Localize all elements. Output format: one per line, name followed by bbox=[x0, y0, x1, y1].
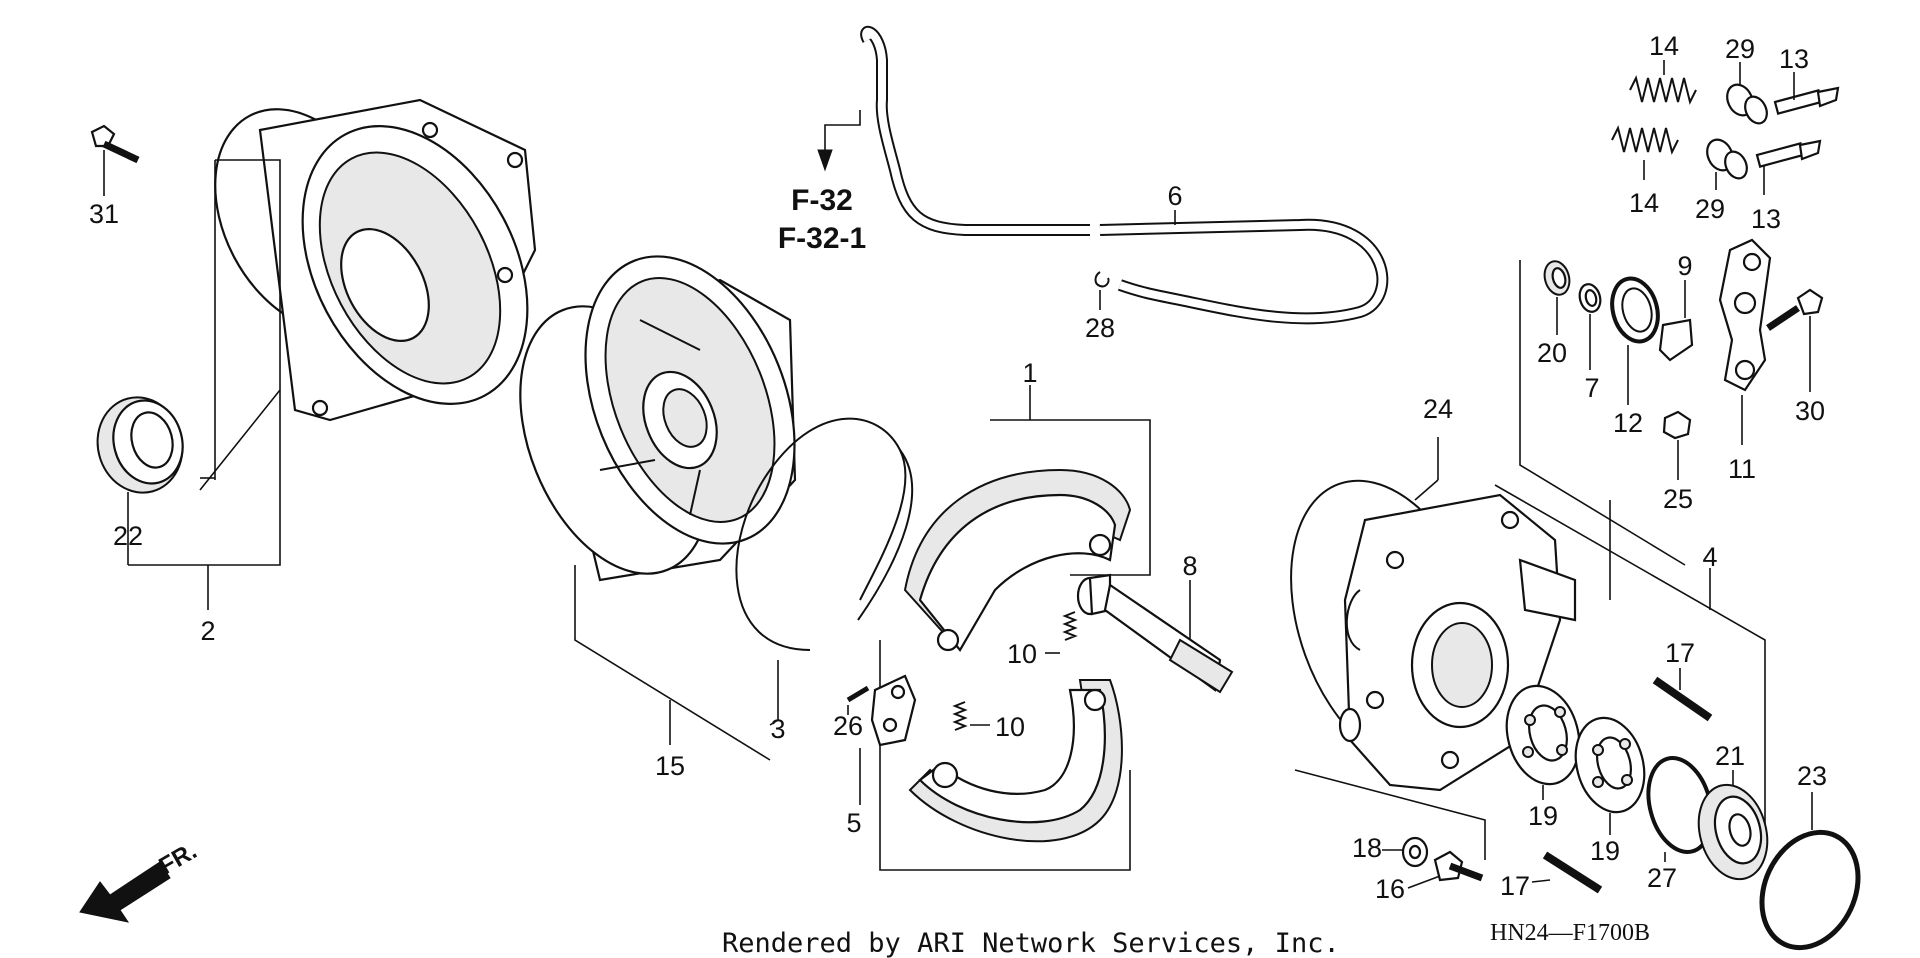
callout-2[interactable]: 2 bbox=[200, 616, 215, 646]
callout-1[interactable]: 1 bbox=[1022, 358, 1037, 388]
callout-16[interactable]: 16 bbox=[1375, 874, 1405, 904]
callout-25[interactable]: 25 bbox=[1663, 484, 1693, 514]
callout-14-b[interactable]: 14 bbox=[1629, 188, 1659, 218]
callout-29-b[interactable]: 29 bbox=[1695, 194, 1725, 224]
callout-26[interactable]: 26 bbox=[833, 711, 863, 741]
spring-10-upper bbox=[1062, 611, 1078, 641]
callout-27[interactable]: 27 bbox=[1647, 863, 1677, 893]
plate-5 bbox=[870, 674, 917, 747]
callout-21[interactable]: 21 bbox=[1715, 741, 1745, 771]
callout-14-a[interactable]: 14 bbox=[1649, 31, 1679, 61]
callout-9[interactable]: 9 bbox=[1677, 251, 1692, 281]
brake-shoe-upper-1 bbox=[903, 468, 1132, 652]
collar-29-b bbox=[1706, 138, 1748, 180]
bearing-19-a bbox=[1505, 684, 1581, 786]
diagram-code: HN24—F1700B bbox=[1490, 920, 1650, 946]
callout-22[interactable]: 22 bbox=[113, 521, 143, 551]
collar-29-a bbox=[1726, 83, 1768, 125]
callout-20[interactable]: 20 bbox=[1537, 338, 1567, 368]
callout-19-a[interactable]: 19 bbox=[1528, 801, 1558, 831]
brake-arm-11 bbox=[1718, 238, 1772, 392]
brake-shoe-lower-1 bbox=[908, 679, 1123, 843]
indicator-plate-9 bbox=[1658, 318, 1694, 362]
oil-seal-22 bbox=[96, 396, 184, 494]
spring-12 bbox=[1610, 276, 1660, 344]
seal-20 bbox=[1543, 260, 1571, 296]
callout-17-a[interactable]: 17 bbox=[1665, 638, 1695, 668]
spring-10-lower bbox=[952, 701, 968, 731]
pin-13-a bbox=[1773, 86, 1840, 115]
brake-camshaft-8 bbox=[1076, 573, 1234, 694]
callout-4[interactable]: 4 bbox=[1702, 542, 1717, 572]
bearing-19-b bbox=[1574, 716, 1646, 814]
clip-28 bbox=[1094, 271, 1110, 288]
callout-29-a[interactable]: 29 bbox=[1725, 34, 1755, 64]
spring-14-b bbox=[1611, 125, 1679, 155]
stud-17-lower bbox=[1542, 851, 1603, 894]
callout-6[interactable]: 6 bbox=[1167, 181, 1182, 211]
callout-31[interactable]: 31 bbox=[89, 199, 119, 229]
callout-10-upper[interactable]: 10 bbox=[1007, 639, 1037, 669]
callout-15[interactable]: 15 bbox=[655, 751, 685, 781]
ref-label-f32[interactable]: F-32 bbox=[791, 184, 853, 217]
footer-credit: Rendered by ARI Network Services, Inc. bbox=[722, 928, 1340, 958]
callout-11[interactable]: 11 bbox=[1728, 454, 1756, 484]
brake-drum-housing-2 bbox=[214, 98, 537, 422]
callout-18[interactable]: 18 bbox=[1352, 833, 1382, 863]
washer-18 bbox=[1401, 836, 1429, 868]
bolt-16 bbox=[1433, 850, 1484, 882]
front-direction-arrow-icon bbox=[79, 861, 171, 923]
stud-17-upper bbox=[1652, 676, 1713, 722]
callout-10-lower[interactable]: 10 bbox=[995, 712, 1025, 742]
breather-tube-6 bbox=[860, 25, 1389, 325]
callout-28[interactable]: 28 bbox=[1085, 313, 1115, 343]
nut-25 bbox=[1662, 410, 1692, 440]
ref-label-f32-1[interactable]: F-32-1 bbox=[778, 222, 866, 255]
callout-7[interactable]: 7 bbox=[1584, 373, 1599, 403]
spring-14-a bbox=[1629, 75, 1697, 105]
callout-13-a[interactable]: 13 bbox=[1779, 44, 1809, 74]
callout-8[interactable]: 8 bbox=[1182, 551, 1197, 581]
pin-26 bbox=[846, 685, 870, 703]
callout-12[interactable]: 12 bbox=[1613, 408, 1643, 438]
callout-30[interactable]: 30 bbox=[1795, 396, 1825, 426]
callout-5[interactable]: 5 bbox=[846, 808, 861, 838]
callout-13-b[interactable]: 13 bbox=[1751, 204, 1781, 234]
pin-13-b bbox=[1755, 139, 1822, 168]
washer-7 bbox=[1578, 283, 1602, 313]
callout-19-b[interactable]: 19 bbox=[1590, 836, 1620, 866]
o-ring-23 bbox=[1759, 829, 1861, 951]
bolt-31 bbox=[90, 124, 140, 164]
callout-3[interactable]: 3 bbox=[770, 714, 785, 744]
wire-ring-3 bbox=[735, 417, 914, 651]
callout-24[interactable]: 24 bbox=[1423, 394, 1453, 424]
callout-23[interactable]: 23 bbox=[1797, 761, 1827, 791]
brake-panel-4 bbox=[1290, 479, 1577, 792]
brake-drum-15 bbox=[519, 255, 797, 582]
bolt-30 bbox=[1766, 288, 1824, 331]
oil-seal-21 bbox=[1697, 783, 1769, 881]
callout-17-b[interactable]: 17 bbox=[1500, 871, 1530, 901]
